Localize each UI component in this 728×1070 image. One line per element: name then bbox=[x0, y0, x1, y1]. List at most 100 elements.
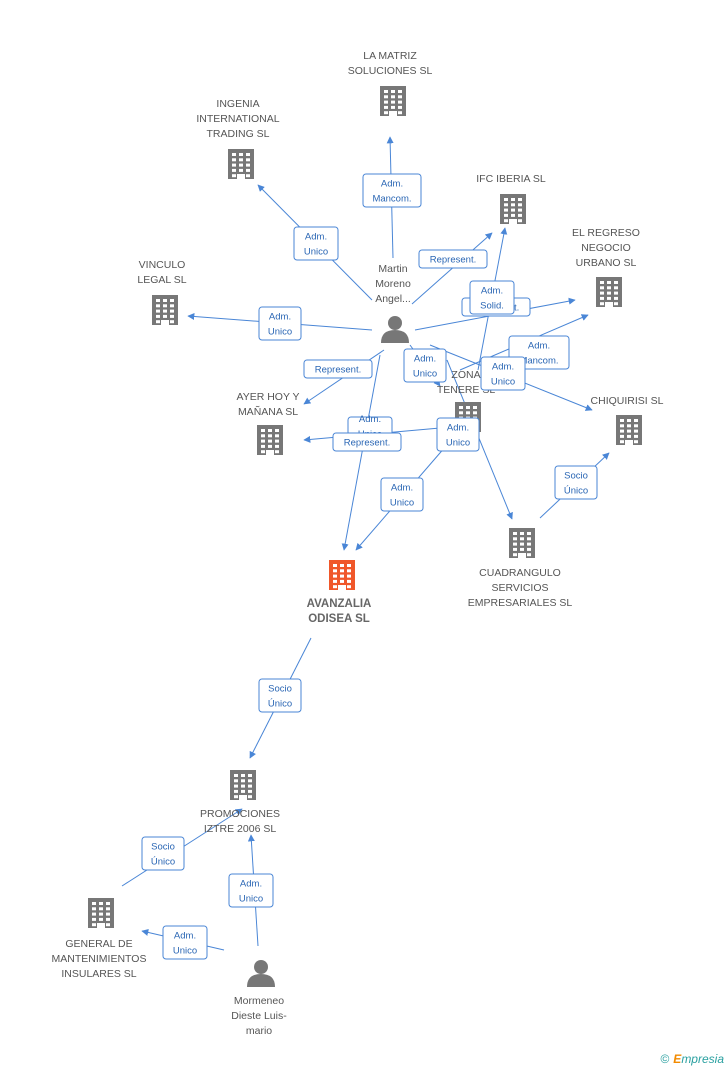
edge-label-text: Adm. bbox=[391, 483, 413, 494]
building-window bbox=[275, 434, 279, 438]
building-window bbox=[333, 585, 337, 589]
building-window bbox=[634, 419, 638, 422]
building-window bbox=[241, 779, 245, 783]
building-window bbox=[170, 314, 174, 318]
building-window bbox=[268, 429, 272, 432]
building-window bbox=[248, 779, 252, 783]
building-window bbox=[620, 419, 624, 422]
node-label-line: IZTRE 2006 SL bbox=[204, 823, 277, 835]
building-window bbox=[614, 296, 618, 300]
building-window bbox=[511, 203, 515, 207]
building-window bbox=[239, 153, 243, 156]
edge-label-box bbox=[480, 356, 526, 391]
building-window bbox=[340, 564, 344, 567]
edge-label-box bbox=[228, 873, 274, 908]
node-label-line: SOLUCIONES SL bbox=[348, 65, 433, 77]
building-window bbox=[398, 100, 402, 104]
building-window bbox=[600, 296, 604, 300]
building-window bbox=[246, 153, 250, 156]
edge-label[interactable]: Adm.Unico bbox=[258, 306, 302, 341]
building-icon bbox=[509, 528, 535, 558]
edge-label[interactable]: Adm.Solid. bbox=[469, 280, 515, 315]
person-node[interactable]: MartinMorenoAngel... bbox=[375, 263, 411, 343]
empresia-logo: ©Empresia bbox=[660, 1052, 724, 1066]
building-window bbox=[466, 411, 470, 415]
edge-label-text: Único bbox=[564, 486, 588, 497]
building-window bbox=[106, 917, 110, 921]
building-window bbox=[333, 569, 337, 573]
building-window bbox=[261, 429, 265, 432]
edge-label[interactable]: Represent. bbox=[418, 249, 488, 269]
building-window bbox=[634, 440, 638, 444]
edge-label-box bbox=[380, 477, 424, 512]
edge-label[interactable]: Adm.Unico bbox=[480, 356, 526, 391]
building-window bbox=[347, 585, 351, 589]
building-window bbox=[163, 304, 167, 308]
building-door bbox=[239, 795, 247, 800]
company-node[interactable]: LA MATRIZ SOLUCIONES SL bbox=[348, 50, 433, 116]
edge-label[interactable]: Adm.Unico bbox=[380, 477, 424, 512]
building-window bbox=[241, 789, 245, 793]
edge-label[interactable]: Represent. bbox=[303, 359, 373, 379]
edge-label[interactable]: Adm.Unico bbox=[293, 226, 339, 261]
building-window bbox=[275, 439, 279, 443]
building-window bbox=[163, 314, 167, 318]
building-window bbox=[600, 286, 604, 290]
building-window bbox=[347, 569, 351, 573]
node-label-line: LA MATRIZ bbox=[363, 50, 417, 62]
node-label-line: INTERNATIONAL bbox=[196, 113, 279, 125]
company-node[interactable]: PROMOCIONES IZTRE 2006 SL bbox=[200, 770, 280, 835]
building-window bbox=[248, 795, 252, 799]
edge-label-text: Adm. bbox=[305, 232, 327, 243]
building-window bbox=[347, 579, 351, 583]
edge-label-text: Único bbox=[268, 699, 292, 710]
building-window bbox=[620, 424, 624, 428]
building-window bbox=[520, 537, 524, 541]
edge-label-box bbox=[418, 249, 488, 269]
node-label-line: PROMOCIONES bbox=[200, 808, 280, 820]
building-window bbox=[511, 208, 515, 212]
building-window bbox=[518, 198, 522, 201]
building-window bbox=[634, 434, 638, 438]
edge-label-text: Unico bbox=[239, 894, 263, 905]
edge-label-text: Represent. bbox=[430, 255, 476, 266]
building-window bbox=[163, 299, 167, 302]
building-window bbox=[627, 429, 631, 433]
node-label-line: IFC IBERIA SL bbox=[476, 173, 546, 185]
company-node[interactable]: IFC IBERIA SL bbox=[476, 173, 546, 224]
building-window bbox=[268, 444, 272, 448]
edge-label-box bbox=[141, 836, 185, 871]
building-window bbox=[384, 100, 388, 104]
building-window bbox=[527, 553, 531, 557]
building-window bbox=[504, 208, 508, 212]
edge-label[interactable]: Adm.Mancom. bbox=[362, 173, 422, 208]
person-head bbox=[388, 316, 402, 330]
building-window bbox=[234, 779, 238, 783]
building-window bbox=[170, 309, 174, 313]
company-node[interactable]: CHIQUIRISI SL bbox=[591, 395, 664, 445]
building-window bbox=[513, 537, 517, 541]
building-window bbox=[600, 291, 604, 295]
edge-label[interactable]: Represent. bbox=[332, 432, 402, 452]
edge-label[interactable]: Adm.Unico bbox=[228, 873, 274, 908]
edge-label[interactable]: Adm.Unico bbox=[403, 348, 447, 383]
edge-label-text: Adm. bbox=[174, 931, 196, 942]
building-window bbox=[268, 434, 272, 438]
building-window bbox=[473, 411, 477, 415]
node-label-line: SERVICIOS bbox=[492, 582, 549, 594]
edge-label[interactable]: Adm.Unico bbox=[436, 417, 480, 452]
building-window bbox=[614, 291, 618, 295]
edge-label-text: Adm. bbox=[381, 179, 403, 190]
edge-label[interactable]: Adm.Unico bbox=[162, 925, 208, 960]
